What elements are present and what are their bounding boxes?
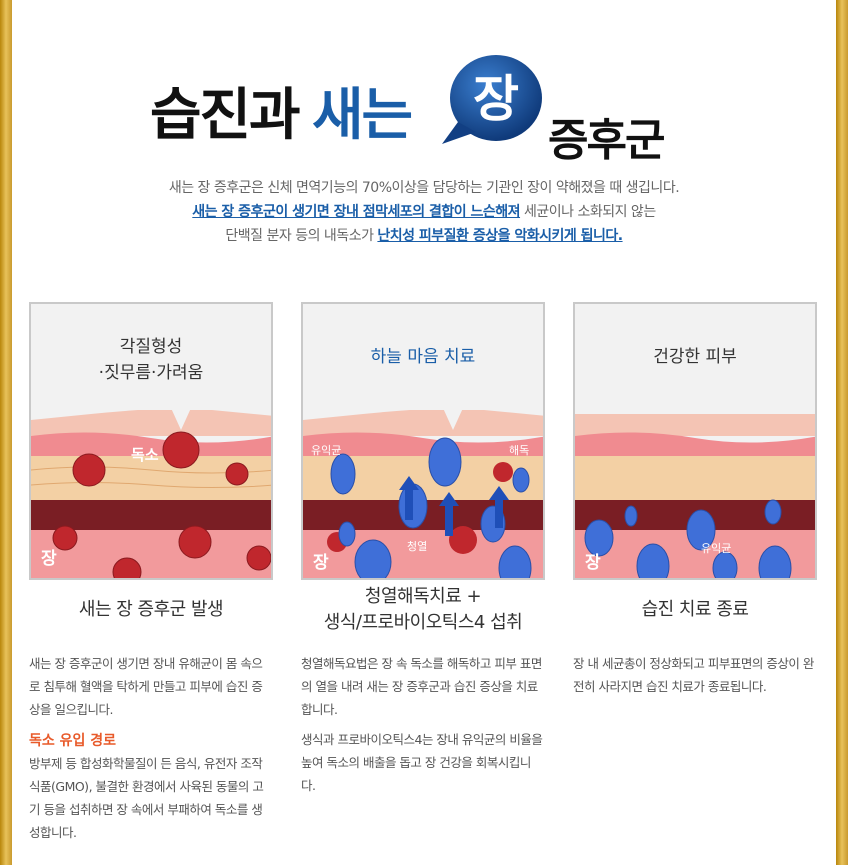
panel3-subtitle: 습진 치료 종료	[641, 599, 749, 620]
detox-label: 해독	[509, 443, 529, 457]
toxin-route-heading: 독소 유입 경로	[29, 733, 117, 749]
panel1-subtitle: 새는 장 증후군 발생	[78, 599, 224, 620]
intro-line3: 단백질 분자 등의 내독소가 난치성 피부질환 증상을 악화시키게 됩니다.	[0, 224, 848, 248]
panel2-subtitle: 청열해독치료 + 생식/프로바이오틱스4 섭취	[301, 584, 545, 636]
panel-leaky-gut: 각질형성 ·짓무름·가려움 독소 장	[29, 302, 273, 580]
headline-part1: 습진과	[150, 83, 301, 148]
probiotic-label: 유익균	[311, 444, 341, 457]
intro-line2: 새는 장 증후군이 생기면 장내 점막세포의 결합이 느슨해져 세균이나 소화되…	[0, 200, 848, 224]
panel2-illustration: 유익균 해독 청열 장	[303, 410, 543, 578]
right-gold-border	[836, 0, 848, 865]
gut-label: 장	[585, 553, 601, 573]
intro-line1: 새는 장 증후군은 신체 면역기능의 70%이상을 담당하는 기관인 장이 약해…	[168, 180, 680, 196]
panel2-description-2: 생식과 프로바이오틱스4는 장내 유익균의 비율을 높여 독소의 배출을 돕고 …	[301, 732, 543, 793]
intro-text: 새는 장 증후군은 신체 면역기능의 70%이상을 담당하는 기관인 장이 약해…	[0, 176, 848, 248]
panel3-description: 장 내 세균총이 정상화되고 피부표면의 증상이 완전히 사라지면 습진 치료가…	[573, 656, 814, 694]
probiotic-label: 유익균	[701, 542, 731, 555]
intro-line3-pre: 단백질 분자 등의 내독소가	[225, 228, 378, 244]
intro-line2-rest: 세균이나 소화되지 않는	[520, 204, 656, 220]
panel2-title: 하늘 마음 치료	[370, 347, 476, 367]
panel1-title-line1: 각질형성	[119, 337, 183, 357]
panel2-subtitle-line1: 청열해독치료 +	[364, 586, 482, 607]
speech-bubble: 장	[440, 52, 548, 152]
bubble-text: 장	[473, 70, 519, 128]
heat-label: 청열	[407, 540, 427, 553]
intro-line2-highlight: 새는 장 증후군이 생기면 장내 점막세포의 결합이 느슨해져	[192, 204, 521, 220]
panel1-description: 새는 장 증후군이 생기면 장내 유해균이 몸 속으로 침투해 혈액을 탁하게 …	[29, 656, 263, 717]
panel-treatment: 하늘 마음 치료 유익균 해독 청열 장	[301, 302, 545, 580]
headline-part3: 증후군	[548, 115, 665, 166]
toxin-label: 독소	[131, 446, 159, 464]
panel1-illustration: 독소 장	[31, 410, 271, 578]
panel3-title: 건강한 피부	[653, 347, 737, 367]
toxin-route-description: 방부제 등 합성화학물질이 든 음식, 유전자 조작식품(GMO), 불결한 환…	[29, 756, 264, 840]
headline: 습진과 새는 장 증후군	[0, 52, 848, 166]
panel1-title: 각질형성 ·짓무름·가려움	[31, 334, 271, 386]
gut-label: 장	[313, 553, 329, 573]
panel-healthy-skin: 건강한 피부 유익균 장	[573, 302, 817, 580]
panel1-title-line2: ·짓무름·가려움	[98, 363, 204, 383]
intro-line3-highlight: 난치성 피부질환 증상을 악화시키게 됩니다.	[377, 228, 623, 244]
panel2-subtitle-line2: 생식/프로바이오틱스4 섭취	[323, 612, 523, 633]
left-gold-border	[0, 0, 12, 865]
panel3-illustration: 유익균 장	[575, 414, 815, 578]
panel2-description-1: 청열해독요법은 장 속 독소를 해독하고 피부 표면의 열을 내려 새는 장 증…	[301, 656, 542, 717]
gut-label: 장	[41, 549, 57, 569]
headline-part2: 새는	[312, 83, 413, 148]
